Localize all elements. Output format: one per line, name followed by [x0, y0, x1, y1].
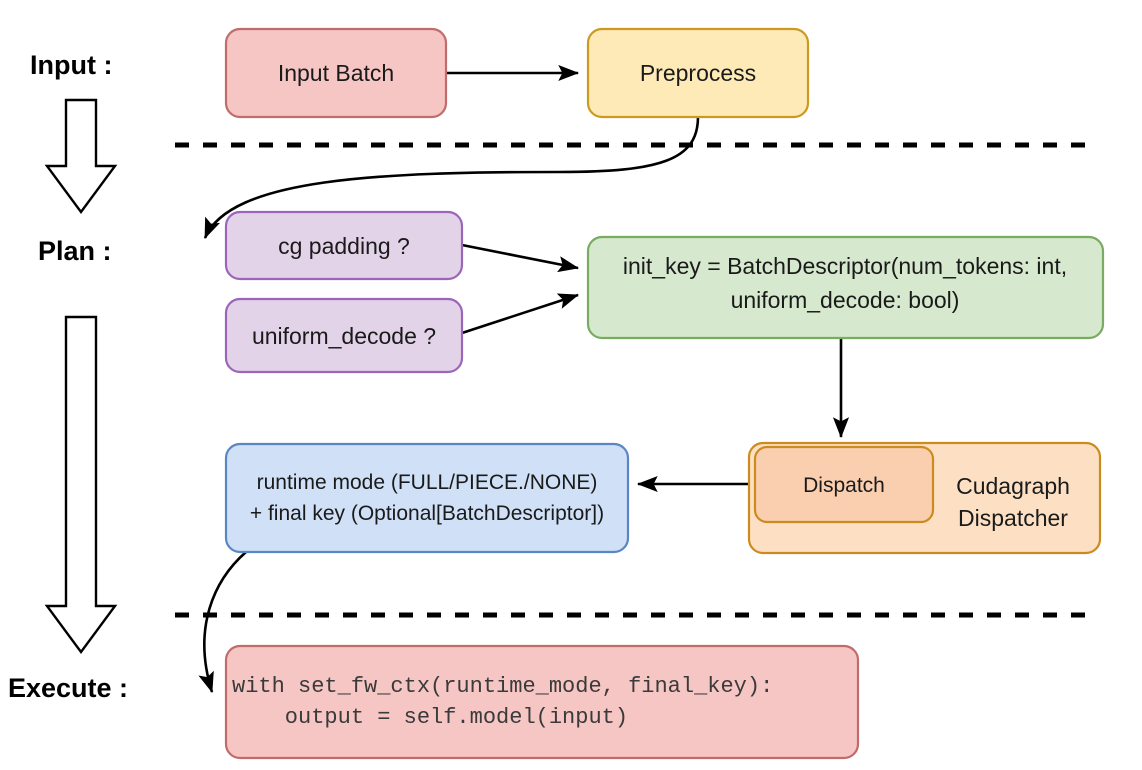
cudagraph-dispatcher-line-1: Cudagraph: [956, 473, 1070, 499]
node-init-key[interactable]: init_key = BatchDescriptor(num_tokens: i…: [586, 235, 1105, 340]
stage-label-input: Input :: [30, 50, 112, 80]
node-uniform-decode[interactable]: uniform_decode ?: [224, 297, 464, 374]
plan-to-execute-arrow: [44, 315, 118, 655]
stage-flow-arrows: [44, 98, 118, 655]
init-key-line-1: init_key = BatchDescriptor(num_tokens: i…: [623, 253, 1067, 279]
uniform-decode-box[interactable]: [224, 297, 464, 374]
preprocess-label: Preprocess: [640, 60, 756, 86]
node-execute-code[interactable]: with set_fw_ctx(runtime_mode, final_key)…: [224, 644, 860, 760]
connector-runtime-mode-to-execute-code: [198, 551, 247, 693]
input-batch-label: Input Batch: [278, 60, 394, 86]
init-key-line-2: uniform_decode: bool): [731, 287, 960, 313]
input-to-plan-arrow: [44, 98, 118, 215]
runtime-mode-line-1: runtime mode (FULL/PIECE./NONE): [257, 471, 598, 494]
connector-uniform-decode-to-init-key: [461, 293, 579, 335]
stage-label-plan: Plan :: [38, 236, 112, 266]
node-preprocess[interactable]: Preprocess: [586, 27, 810, 119]
dispatch-label: Dispatch: [803, 474, 885, 497]
cg-padding-box[interactable]: [224, 210, 464, 281]
runtime-mode-line-2: + final key (Optional[BatchDescriptor]): [250, 502, 604, 525]
init-key-box[interactable]: [586, 235, 1105, 340]
execute-code-line-1: with set_fw_ctx(runtime_mode, final_key)…: [232, 674, 773, 699]
cg-padding-label: cg padding ?: [278, 233, 410, 259]
connector-cg-padding-to-init-key: [461, 243, 580, 273]
separators: [175, 142, 1098, 618]
node-dispatch[interactable]: Dispatch: [753, 445, 935, 524]
node-input-batch[interactable]: Input Batch: [224, 27, 448, 119]
execute-code-line-2: output = self.model(input): [232, 705, 628, 730]
cudagraph-dispatcher-line-2: Dispatcher: [958, 505, 1068, 531]
uniform-decode-label: uniform_decode ?: [252, 323, 436, 349]
preprocess-box[interactable]: [586, 27, 810, 119]
runtime-mode-box[interactable]: [224, 442, 630, 554]
connector-preprocess-to-cg-padding: [203, 116, 700, 239]
dispatch-box[interactable]: [753, 445, 935, 524]
connectors: [198, 64, 850, 693]
stage-labels: Input : Plan : Execute :: [8, 50, 128, 703]
node-cg-padding[interactable]: cg padding ?: [224, 210, 464, 281]
input-batch-box[interactable]: [224, 27, 448, 119]
stage-label-execute: Execute :: [8, 673, 128, 703]
node-runtime-mode[interactable]: runtime mode (FULL/PIECE./NONE) + final …: [224, 442, 630, 554]
execute-code-box[interactable]: [224, 644, 860, 760]
